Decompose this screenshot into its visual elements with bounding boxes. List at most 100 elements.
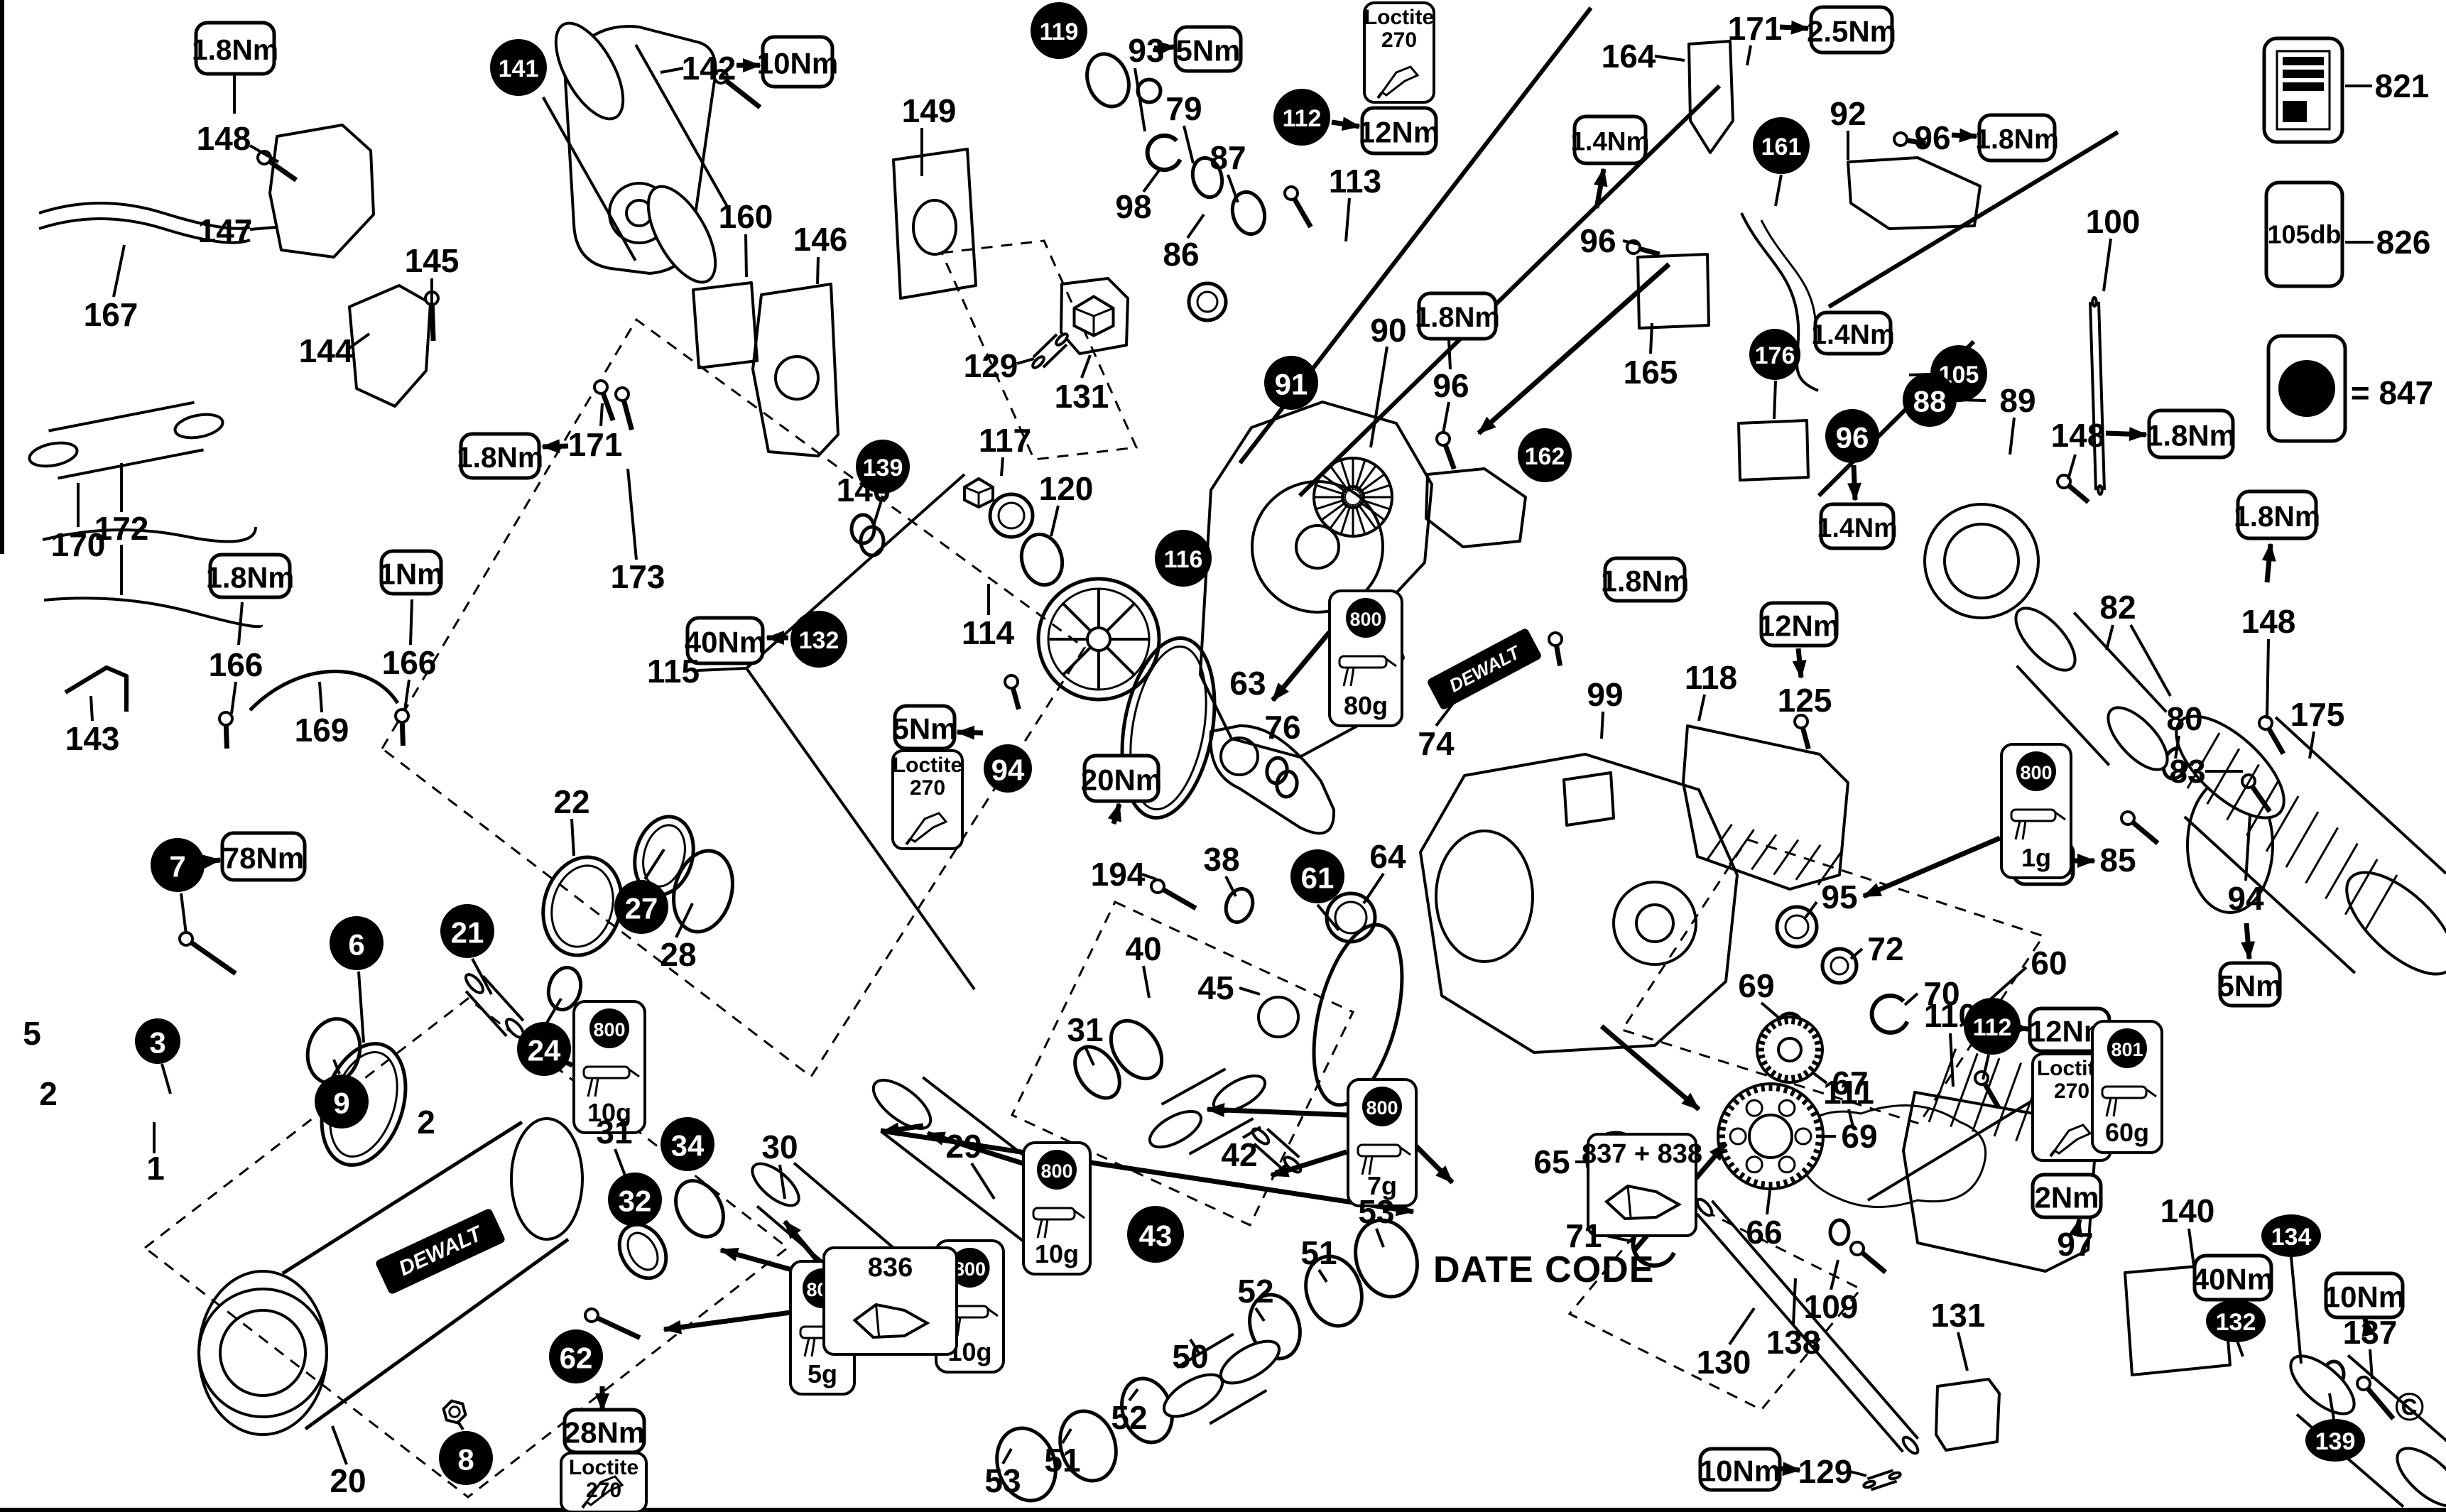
part-label-60: 60 <box>2031 945 2067 981</box>
torque-callout: 1Nm <box>379 549 444 596</box>
svg-text:800: 800 <box>1366 1097 1398 1119</box>
part-label-69: 69 <box>1841 1118 1877 1155</box>
part-label-138: 138 <box>1766 1324 1821 1361</box>
screw-part <box>713 69 762 109</box>
leader-line <box>2266 638 2270 719</box>
svg-text:270: 270 <box>586 1479 621 1502</box>
svg-text:161: 161 <box>1761 134 1802 161</box>
part-outline <box>1209 724 1336 835</box>
svg-text:80g: 80g <box>1344 691 1388 720</box>
torque-callout: 2Nm <box>2031 1173 2103 1219</box>
circlip-part <box>1869 993 1910 1035</box>
part-label-172: 172 <box>94 510 149 547</box>
leader-line <box>660 67 684 74</box>
svg-text:1.4Nm: 1.4Nm <box>1570 127 1649 156</box>
leader-line <box>570 818 575 856</box>
grease-gun-icon <box>1032 1207 1085 1239</box>
service-balloon-176: 176 <box>1749 329 1800 380</box>
part-label-194: 194 <box>1091 856 1146 893</box>
part-label-160: 160 <box>719 198 773 235</box>
part-ellipse <box>912 199 957 256</box>
svg-text:7g: 7g <box>1367 1171 1397 1200</box>
leader-line <box>357 971 365 1043</box>
part-label-130: 130 <box>1697 1344 1751 1381</box>
leader-line <box>1317 1268 1328 1283</box>
service-balloon-7: 7 <box>151 838 205 892</box>
part-label-169: 169 <box>295 712 349 749</box>
part-outline <box>1935 1378 2001 1452</box>
part-outline <box>64 665 129 712</box>
service-balloon-88: 88 <box>1903 373 1957 427</box>
callout-arrow <box>1862 835 2001 899</box>
torque-callout: 1.8Nm <box>1601 556 1689 603</box>
svg-text:105db: 105db <box>2267 220 2341 249</box>
hatch-lines <box>1706 823 1844 886</box>
part-label-167: 167 <box>84 296 138 333</box>
part-label-38: 38 <box>1203 841 1239 878</box>
part-label-826: 826 <box>2376 224 2431 261</box>
part-circle <box>197 1288 328 1418</box>
part-label-166: 166 <box>209 646 263 683</box>
svg-text:176: 176 <box>1755 342 1795 369</box>
svg-text:2.5Nm: 2.5Nm <box>1807 15 1896 48</box>
torque-callout: 10Nm <box>757 35 838 89</box>
svg-text:96: 96 <box>1836 421 1869 455</box>
part-label-170: 170 <box>51 526 106 563</box>
part-outline <box>268 124 375 259</box>
cylinder-part <box>2175 714 2446 976</box>
part-outline <box>1760 219 1817 320</box>
copyright-symbol: © <box>2395 1384 2425 1429</box>
service-balloon-43: 43 <box>1127 1206 1184 1263</box>
cylinder-part <box>541 21 730 284</box>
callout-arrow <box>2361 1317 2376 1337</box>
part-label-148: 148 <box>2241 603 2296 640</box>
svg-text:5Nm: 5Nm <box>1175 34 1240 67</box>
part-label-83: 83 <box>2169 753 2205 790</box>
svg-text:2Nm: 2Nm <box>2034 1181 2099 1214</box>
leader-line <box>778 1164 786 1200</box>
service-balloon-32: 32 <box>608 1173 662 1227</box>
torque-callout: 40Nm <box>685 616 766 665</box>
part-label-86: 86 <box>1163 236 1199 273</box>
svg-text:119: 119 <box>1040 18 1079 45</box>
leader-line <box>643 848 665 881</box>
svg-text:1.8Nm: 1.8Nm <box>1415 302 1500 333</box>
svg-text:1Nm: 1Nm <box>379 558 443 591</box>
svg-text:112: 112 <box>1973 1014 2012 1041</box>
callout-arrow <box>1206 1102 1347 1118</box>
svg-text:6: 6 <box>348 928 364 962</box>
part-label-70: 70 <box>1923 975 1959 1012</box>
part-label-22: 22 <box>553 783 589 820</box>
ring-part <box>1058 1409 1118 1483</box>
torque-callout: 78Nm <box>220 831 307 882</box>
ring-part <box>674 1179 725 1239</box>
callout-arrow <box>1781 1462 1801 1476</box>
part-label-175: 175 <box>2290 696 2345 733</box>
screw-part <box>1626 239 1660 257</box>
part-label-131: 131 <box>1931 1297 1986 1334</box>
gear-part <box>1717 1082 1825 1190</box>
ring-part <box>1775 905 1819 949</box>
service-balloon-6: 6 <box>330 916 384 970</box>
part-label-42: 42 <box>1221 1136 1257 1173</box>
part-label-129: 129 <box>1798 1453 1853 1490</box>
part-label-142: 142 <box>682 50 736 87</box>
torque-callout: 1.8Nm <box>206 553 294 599</box>
leader-line <box>1183 125 1195 164</box>
service-balloon-61: 61 <box>1290 849 1344 903</box>
grease-gun-icon <box>582 1065 640 1097</box>
svg-text:270: 270 <box>1381 28 1417 52</box>
part-label-115: 115 <box>647 653 700 690</box>
svg-text:12Nm: 12Nm <box>1759 609 1839 643</box>
part-label-111: 111 <box>1823 1074 1874 1111</box>
part-outline <box>1425 467 1527 548</box>
ring-part <box>1120 636 1217 820</box>
leader-line <box>457 1420 464 1431</box>
service-balloon-116: 116 <box>1155 530 1212 587</box>
part-outline <box>1419 753 1739 1054</box>
service-balloon-3: 3 <box>135 1018 180 1064</box>
